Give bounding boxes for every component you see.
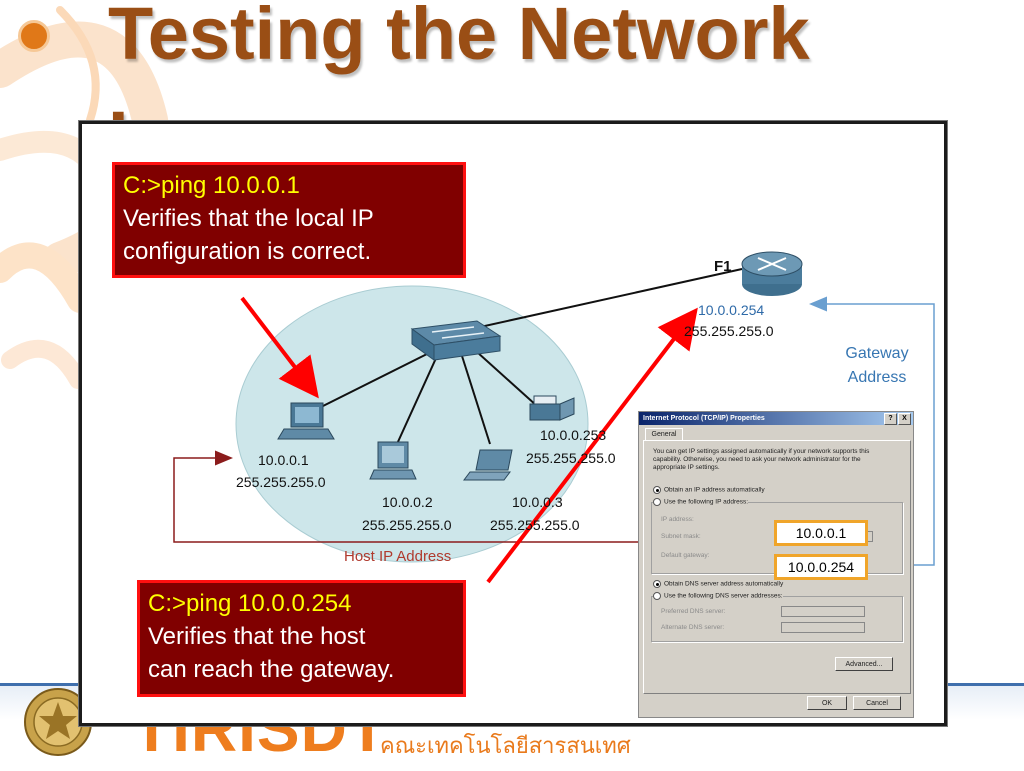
host-2-ip: 10.0.0.2 [382,494,433,510]
radio-manual-dns-label: Use the following DNS server addresses: [664,592,783,600]
default-gateway-label: Default gateway: [661,552,710,559]
ping-gateway-desc-line-2: can reach the gateway. [148,656,395,683]
ping-local-desc-line-1: Verifies that the local IP [123,205,374,232]
radio-unselected-icon [653,498,661,506]
radio-manual-ip-label: Use the following IP address: [664,498,749,506]
dialog-intro-text: You can get IP settings assigned automat… [653,448,870,471]
highlighted-ip-value: 10.0.0.1 [774,520,868,546]
host-1-ip: 10.0.0.1 [258,452,309,468]
tab-general[interactable]: General [645,428,683,441]
network-figure: F1 10.0.0.254 255.255.255.0 Gateway Addr… [79,121,947,726]
alternate-dns-input[interactable] [781,622,865,633]
ping-gateway-desc-line-1: Verifies that the host [148,623,366,650]
gateway-label-line-1: Gateway [845,345,909,362]
radio-unselected-icon [653,592,661,600]
ping-gateway-callout: C:>ping 10.0.0.254 Verifies that the hos… [137,580,466,697]
pc-2-icon [369,441,417,480]
host-253-ip: 10.0.0.253 [540,427,607,443]
radio-auto-dns[interactable]: Obtain DNS server address automatically [653,580,783,589]
ping-local-arrow [240,296,319,399]
advanced-button[interactable]: Advanced... [835,657,893,671]
radio-auto-ip[interactable]: Obtain an IP address automatically [653,486,765,495]
router-icon [741,251,803,296]
radio-manual-dns[interactable]: Use the following DNS server addresses: [653,592,783,601]
title-bullet-icon [18,20,50,52]
host-3-mask: 255.255.255.0 [490,517,580,533]
ping-local-desc-line-2: configuration is correct. [123,238,372,265]
close-button[interactable]: X [898,413,911,425]
router-ip-label: 10.0.0.254 [698,302,765,318]
ping-gateway-command: C:>ping 10.0.0.254 [148,590,352,617]
laptop-icon [463,449,513,481]
network-diagram [173,251,935,584]
switch-pc1-link [316,353,428,410]
preferred-dns-input[interactable] [781,606,865,617]
ping-local-callout: C:>ping 10.0.0.1 Verifies that the local… [112,162,466,278]
router-mask-label: 255.255.255.0 [684,323,774,339]
switch-printer-link [476,351,538,407]
radio-selected-icon [653,580,661,588]
switch-pc2-link [396,355,438,445]
slide-title: Testing the Network Layer [108,0,810,122]
radio-auto-ip-label: Obtain an IP address automatically [664,486,765,494]
host-253-mask: 255.255.255.0 [526,450,616,466]
dialog-title-bar: Internet Protocol (TCP/IP) Properties ? … [639,412,913,425]
highlighted-gateway-value: 10.0.0.254 [774,554,868,580]
cancel-button[interactable]: Cancel [853,696,901,710]
ping-local-command: C:>ping 10.0.0.1 [123,172,300,199]
preferred-dns-label: Preferred DNS server: [661,608,726,615]
radio-manual-ip[interactable]: Use the following IP address: [653,498,749,507]
radio-selected-icon [653,486,661,494]
dialog-title: Internet Protocol (TCP/IP) Properties [643,415,765,422]
pc-1-icon [277,402,335,440]
radio-auto-dns-label: Obtain DNS server address automatically [664,580,784,588]
switch-router-link [461,268,743,332]
gateway-label-line-2: Address [847,369,907,386]
host-ip-address-label: Host IP Address [344,548,452,565]
router-interface-label: F1 [714,258,732,275]
gateway-address-label: Gateway Address [822,342,932,390]
alternate-dns-label: Alternate DNS server: [661,624,725,631]
host-3-ip: 10.0.0.3 [512,494,563,510]
manual-dns-group [651,596,903,642]
help-button[interactable]: ? [884,413,897,425]
lan-ellipse [235,285,589,563]
footer-faculty-name: คณะเทคโนโลยีสารสนเทศ [380,733,631,758]
host-1-mask: 255.255.255.0 [236,474,326,490]
general-tab-panel [643,440,911,694]
host-ip-arrow [173,450,774,543]
switch-laptop-link [461,355,491,445]
subnet-mask-label: Subnet mask: [661,533,701,540]
ip-address-label: IP address: [661,516,694,523]
switch-icon [410,320,502,361]
ok-button[interactable]: OK [807,696,847,710]
ping-gateway-arrow [486,307,698,584]
host-2-mask: 255.255.255.0 [362,517,452,533]
printer-icon [529,395,575,421]
university-seal-icon [24,688,92,756]
